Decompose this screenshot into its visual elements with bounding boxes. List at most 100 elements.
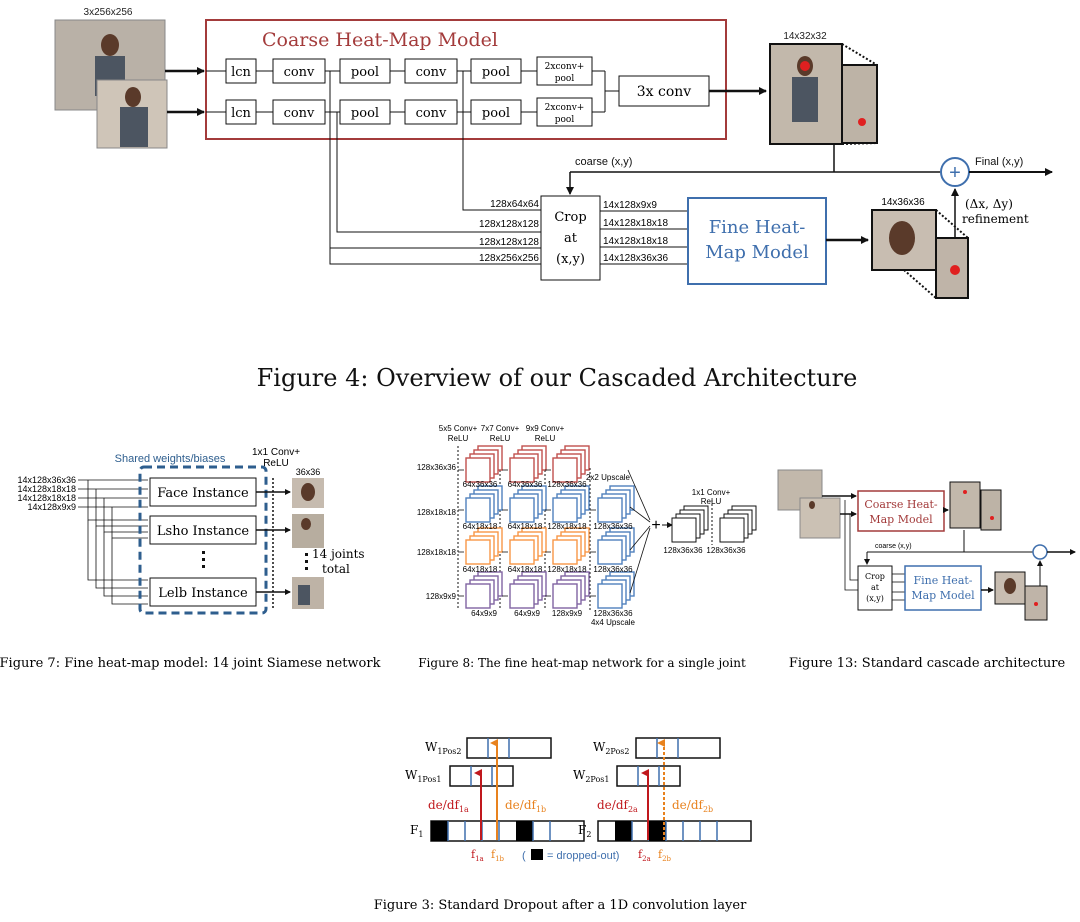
fig7-relu-label: ReLU: [263, 458, 289, 469]
fine-model-title-1: Fine Heat-: [709, 217, 806, 238]
joints-count-label: 14 joints: [312, 547, 365, 561]
fig8-size: 64x9x9: [471, 609, 497, 618]
coarse-xy-label: coarse (x,y): [575, 156, 632, 168]
fig8-conv-label: 1x1 Conv+: [692, 488, 731, 497]
figure-8: 5x5 Conv+ ReLU 7x7 Conv+ ReLU 9x9 Conv+ …: [417, 424, 757, 670]
fig7-input-size: 14x128x9x9: [27, 502, 76, 512]
person-head: [125, 87, 141, 107]
fig13-fine-label: Fine Heat-: [913, 574, 972, 587]
conv-block: [404, 58, 458, 84]
pool-block: [470, 99, 522, 125]
crop-label: (x,y): [556, 252, 585, 267]
figure-4: 3x256x256 Coarse Heat-Map Model lcn conv…: [54, 7, 1053, 392]
fig8-size: 64x36x36: [463, 480, 498, 489]
crop-in-size: 128x128x128: [479, 237, 539, 248]
fig8-header: ReLU: [490, 434, 511, 443]
fig8-size: 128x36x36: [593, 609, 633, 618]
fig8-header: ReLU: [535, 434, 556, 443]
fig8-output-cube: [719, 517, 745, 543]
figure-13-caption: Figure 13: Standard cascade architecture: [789, 656, 1066, 671]
feature-map-stack: [545, 485, 590, 523]
fig8-out-size: 128x36x36: [663, 546, 703, 555]
de-df1b-label: de/df1b: [505, 798, 546, 814]
fig8-output-cubes: [671, 500, 757, 545]
sum-plus: +: [949, 162, 961, 184]
lsho-instance-label: Lsho Instance: [157, 524, 249, 539]
fig8-plus: +: [651, 517, 660, 534]
heatmap-output-stack: [769, 43, 878, 145]
fine-output-stack: [871, 209, 969, 299]
refinement-label: refinement: [962, 212, 1029, 226]
fig8-row-input: 128x18x18: [417, 508, 457, 517]
fig8-out-size: 128x36x36: [706, 546, 746, 555]
crop-out-size: 14x128x18x18: [603, 236, 668, 247]
fig8-output-cube: [671, 517, 697, 543]
f1-vector: [430, 820, 585, 842]
conv-pool-block: [536, 56, 593, 86]
crop-in-size: 128x256x256: [479, 253, 539, 264]
conv-pool-label-1: 2xconv+: [545, 62, 585, 72]
input-photo-stack: [54, 19, 168, 149]
crop-in-size: 128x64x64: [490, 199, 539, 210]
heatmap-hotspot: [950, 265, 960, 275]
fig13-crop-label: at: [871, 583, 880, 592]
crop-out-size: 14x128x36x36: [603, 253, 668, 264]
f2-label: F2: [578, 823, 591, 839]
dropped-unit: [615, 821, 632, 841]
fig8-size: 64x18x18: [508, 565, 543, 574]
fig8-size: 128x36x36: [593, 522, 633, 531]
fig7-out-size: 36x36: [296, 467, 321, 477]
crop-label: at: [564, 231, 578, 246]
lsho-instance-box: [149, 515, 257, 545]
lcn-block: [225, 99, 257, 125]
f1a-label: f1a: [471, 848, 484, 863]
f1-label: F1: [410, 823, 423, 839]
conv-label: conv: [284, 65, 315, 80]
conv-block: [404, 99, 458, 125]
heatmap-size-label: 14x32x32: [783, 31, 827, 42]
lcn-block: [225, 58, 257, 84]
delta-label: (Δx, Δy): [965, 197, 1013, 211]
w1pos2-vector: [466, 737, 552, 759]
conv-label: conv: [416, 65, 447, 80]
fig8-relu-label: ReLU: [701, 497, 722, 506]
fig8-row-input: 128x36x36: [417, 463, 457, 472]
person-head: [101, 34, 119, 56]
skip-connections: [329, 71, 541, 265]
pool-label: pool: [351, 106, 379, 121]
input-size-label: 3x256x256: [84, 7, 133, 18]
figure-8-caption: Figure 8: The fine heat-map network for …: [418, 656, 746, 670]
fig13-coarse-label: Map Model: [869, 513, 933, 526]
crop-out-size: 14x128x9x9: [603, 200, 657, 211]
fine-model-box: [687, 197, 827, 285]
heatmap-hotspot: [800, 61, 810, 71]
w2pos2-label: W2Pos2: [593, 740, 630, 756]
fig8-row-input: 128x18x18: [417, 548, 457, 557]
lcn-label: lcn: [231, 106, 251, 121]
figure-3-caption: Figure 3: Standard Dropout after a 1D co…: [374, 898, 747, 913]
w2pos2-vector: [635, 737, 721, 759]
fig8-merge-lines: [627, 469, 651, 594]
lcn-label: lcn: [231, 65, 251, 80]
fig8-upscale-2: 2x2 Upscale: [586, 473, 631, 482]
feature-map-stack: [458, 571, 503, 609]
three-conv-label: 3x conv: [637, 84, 692, 100]
fine-model-title-2: Map Model: [705, 242, 809, 263]
fig13-input-photo: [799, 497, 841, 539]
feature-map-stack: [590, 571, 635, 609]
conv-label: conv: [416, 106, 447, 121]
person-body: [120, 107, 148, 147]
fine-out-size: 14x36x36: [881, 197, 925, 208]
w2pos1-label: W2Pos1: [573, 768, 610, 784]
fig8-header: ReLU: [448, 434, 469, 443]
fig13-coarse-label: Coarse Heat-: [864, 498, 938, 511]
feature-map-stack: [590, 527, 635, 565]
figure-4-caption: Figure 4: Overview of our Cascaded Archi…: [257, 364, 858, 392]
fig8-size: 64x18x18: [508, 522, 543, 531]
fig13-fine-box: [904, 565, 982, 611]
feature-map-stack: [545, 571, 590, 609]
person-body: [792, 77, 818, 122]
fig8-upscale-4: 4x4 Upscale: [591, 618, 636, 627]
conv-pool-label-2: pool: [555, 115, 575, 125]
de-df2b-label: de/df2b: [672, 798, 713, 814]
